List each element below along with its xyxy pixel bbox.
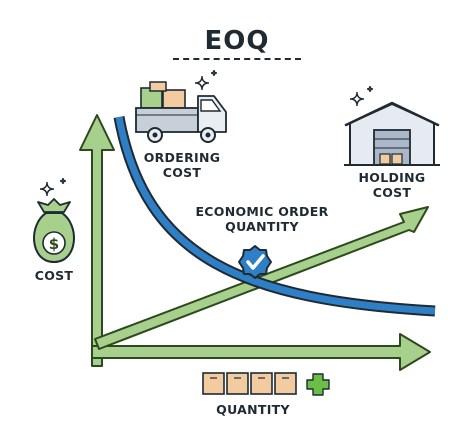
holding-cost-label-line1: HOLDING xyxy=(358,170,426,185)
cost-axis-arrow xyxy=(79,114,115,367)
holding-cost-label-line2: COST xyxy=(372,185,412,200)
eoq-label: ECONOMIC ORDER QUANTITY xyxy=(192,204,332,234)
ordering-cost-curve xyxy=(113,116,436,317)
warehouse-icon xyxy=(344,101,440,166)
ordering-cost-label-line2: COST xyxy=(162,165,202,180)
ordering-cost-label: ORDERING COST xyxy=(142,150,222,180)
ordering-cost-label-line1: ORDERING xyxy=(143,150,221,165)
plus-icon xyxy=(306,373,330,396)
eoq-label-line2: QUANTITY xyxy=(225,219,299,234)
delivery-truck-icon xyxy=(135,81,227,143)
quantity-axis-label: QUANTITY xyxy=(216,402,290,417)
checkmark-badge-icon xyxy=(238,245,272,279)
money-bag-icon: $ xyxy=(33,198,75,263)
sparkle-icon xyxy=(39,177,67,197)
eoq-label-line1: ECONOMIC ORDER xyxy=(195,204,329,219)
sparkle-icon xyxy=(349,85,374,107)
svg-text:$: $ xyxy=(49,235,59,253)
sparkle-icon xyxy=(194,69,218,91)
title-underline xyxy=(173,58,301,60)
boxes-icon xyxy=(202,372,297,395)
page-title: EOQ xyxy=(204,26,270,56)
quantity-axis-arrow xyxy=(91,333,431,371)
cost-axis-label: COST xyxy=(34,268,74,283)
holding-cost-label: HOLDING COST xyxy=(352,170,432,200)
